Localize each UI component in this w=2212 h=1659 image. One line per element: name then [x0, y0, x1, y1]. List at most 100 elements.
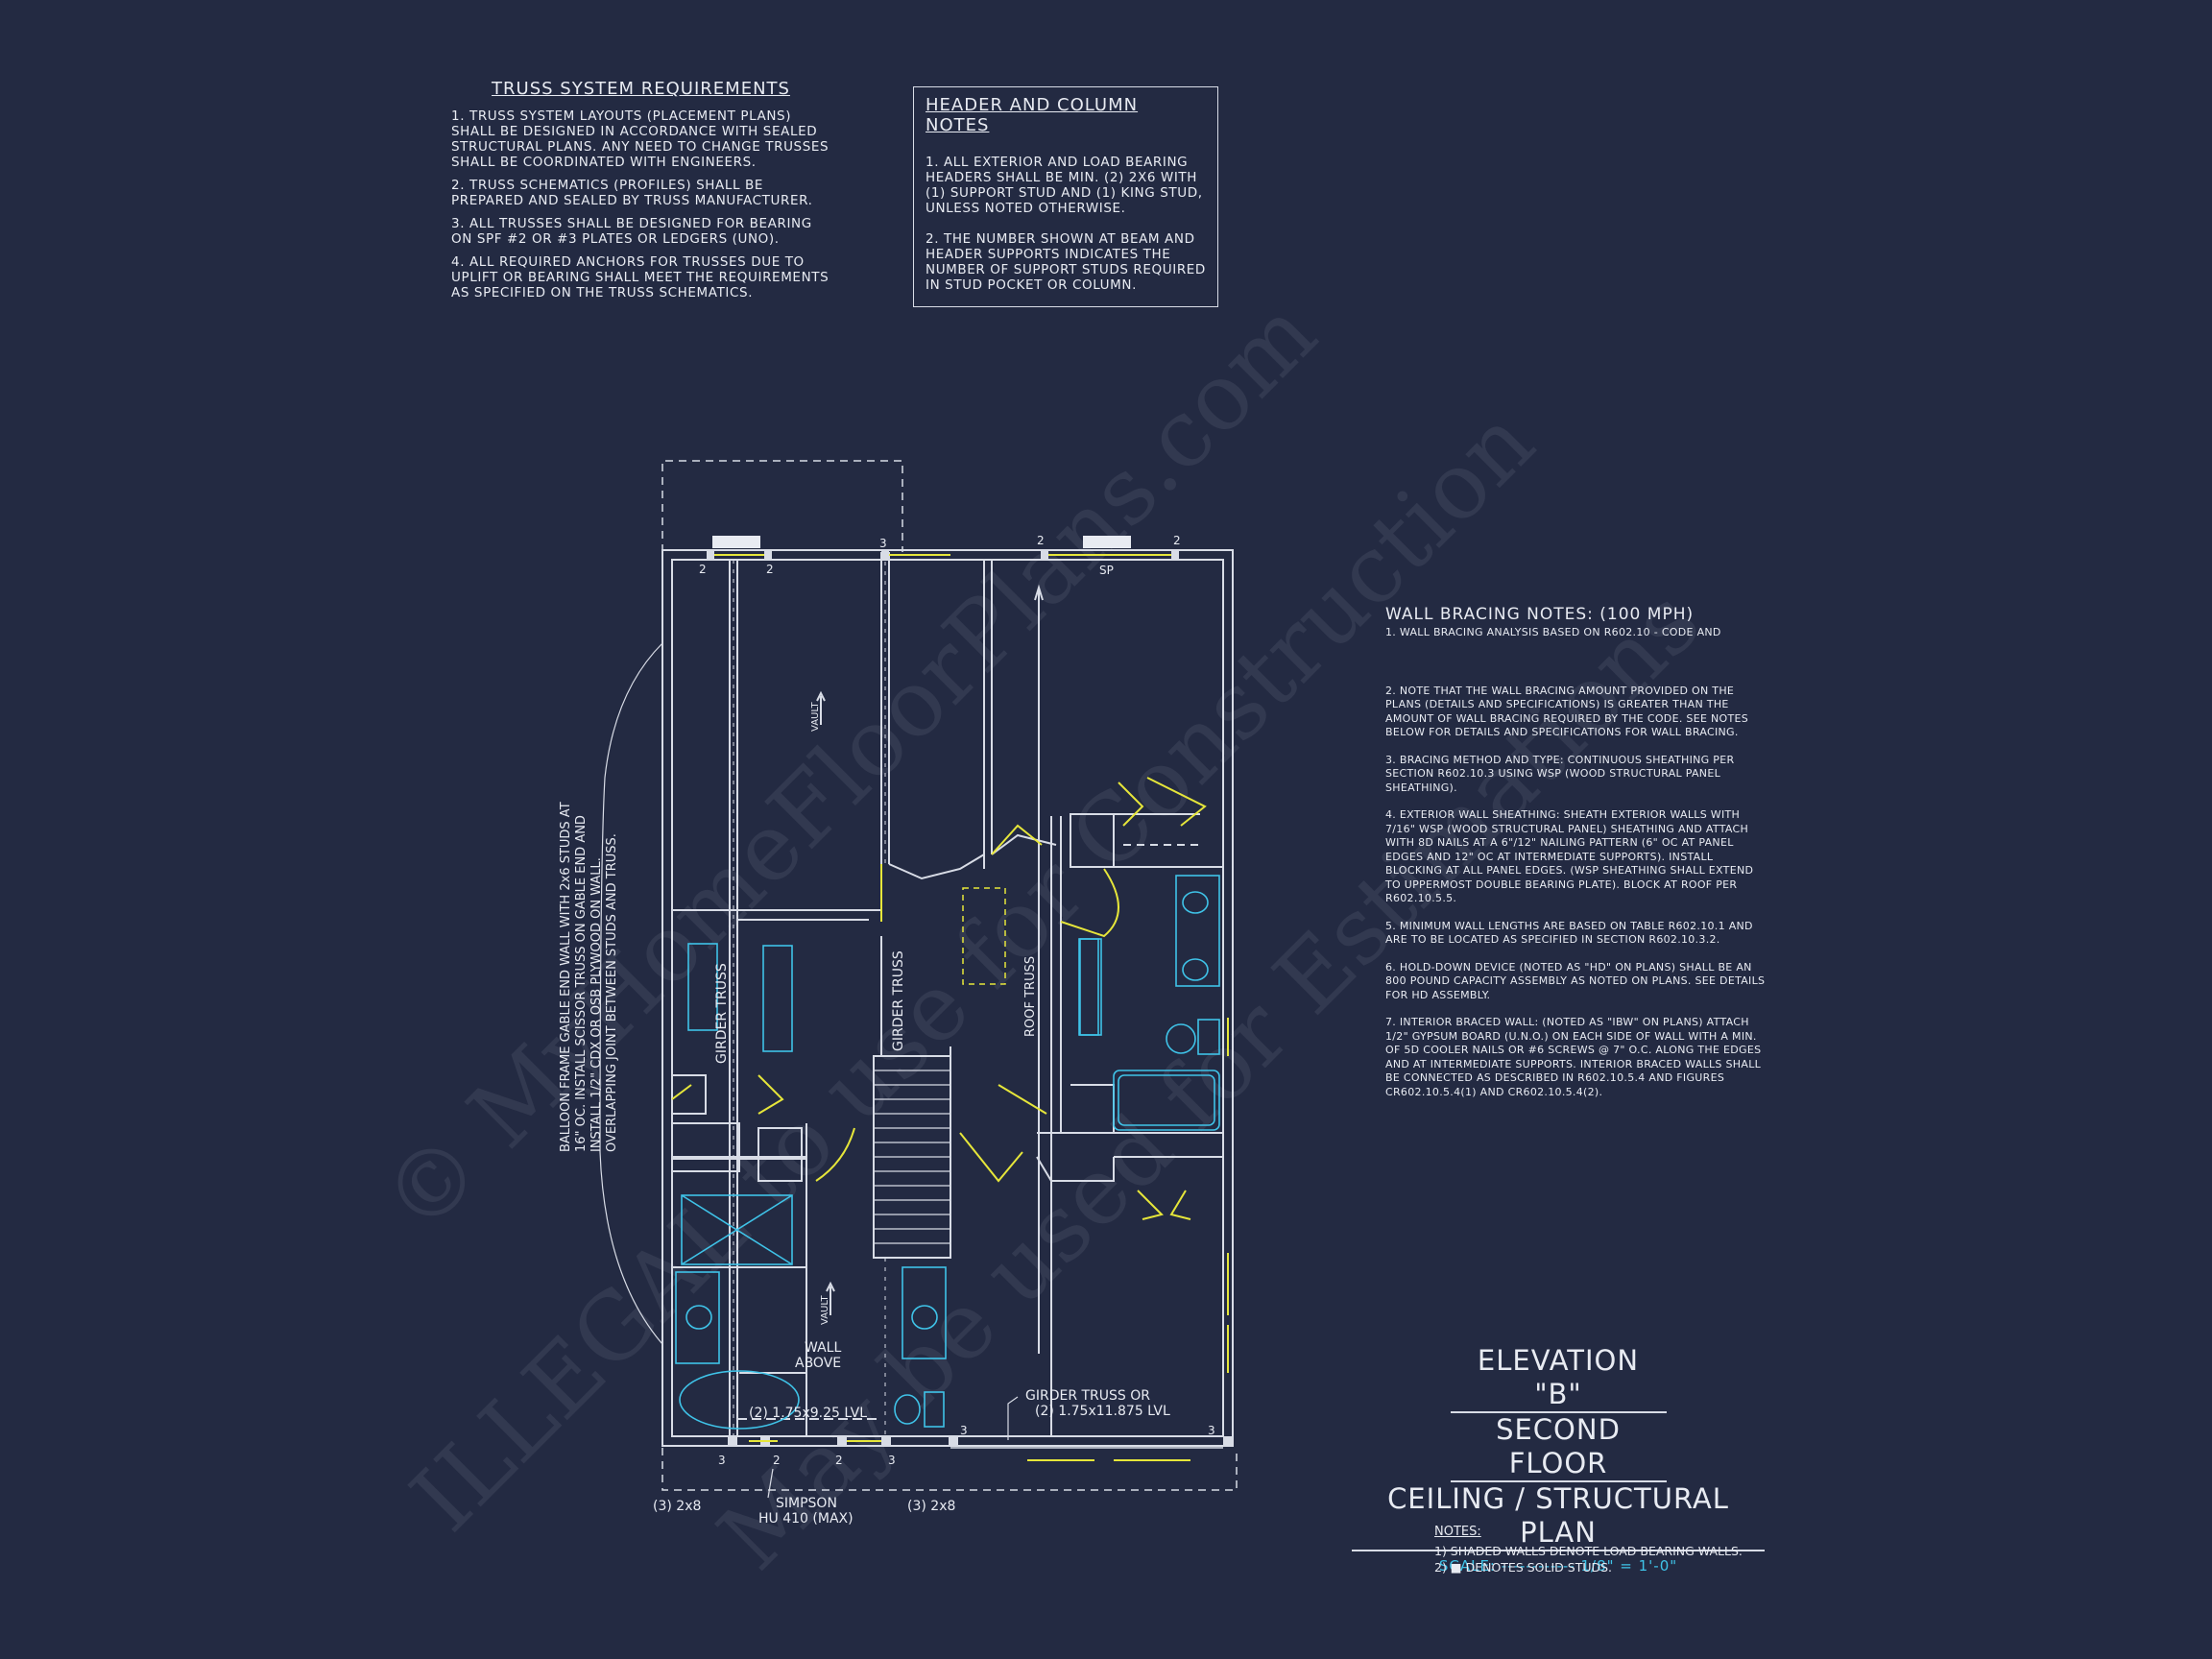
stud-count-5: 2 — [1173, 534, 1181, 547]
wall-above-line-1: WALL — [805, 1340, 841, 1356]
linen-right — [1078, 938, 1099, 1036]
stud-count-2: 2 — [766, 563, 774, 576]
post-left-label: (3) 2x8 — [653, 1499, 701, 1514]
notes-heading: NOTES: — [1434, 1525, 1481, 1539]
exterior-wall-inner — [671, 559, 1224, 1437]
solid-studs — [707, 550, 1233, 1446]
sink-right-1 — [1182, 891, 1209, 914]
girder-note-line-1: GIRDER TRUSS OR — [1025, 1388, 1150, 1404]
stud-count-11: 3 — [1208, 1424, 1215, 1437]
wall-bracing-item-3: 3. BRACING METHOD AND TYPE: CONTINUOUS S… — [1385, 753, 1735, 794]
simpson-leader — [767, 1468, 774, 1499]
tub-right-inner — [1118, 1074, 1215, 1126]
title-underline-3: CEILING / STRUCTURAL PLAN — [1352, 1482, 1765, 1551]
vanity-right — [1175, 875, 1220, 987]
left-closet — [671, 1122, 740, 1172]
plan-linework — [599, 460, 1238, 1499]
stud-count-1: 2 — [699, 563, 707, 576]
stud-count-10: 3 — [960, 1424, 968, 1437]
truss-item-4: 4. ALL REQUIRED ANCHORS FOR TRUSSES DUE … — [451, 254, 830, 301]
stud-count-7: 2 — [773, 1454, 781, 1467]
stud-count-9: 3 — [888, 1454, 896, 1467]
stud-count-4: 2 — [1037, 534, 1045, 547]
vanity-mid — [902, 1266, 947, 1359]
porch-outline — [661, 460, 903, 552]
wall-bracing-heading: WALL BRACING NOTES: (100 MPH) — [1385, 605, 1695, 624]
closet-box — [1070, 813, 1115, 868]
simpson-line-1: SIMPSON — [776, 1496, 837, 1511]
toilet-mid — [894, 1394, 921, 1425]
roof-truss-label: ROOF TRUSS — [1023, 956, 1038, 1037]
balloon-line-2: 16" OC. INSTALL SCISSOR TRUSS ON GABLE E… — [574, 815, 589, 1152]
header-note-2: 2. THE NUMBER SHOWN AT BEAM AND HEADER S… — [926, 231, 1206, 293]
vault-arrowhead-right — [1034, 584, 1044, 601]
toilet-right — [1166, 1023, 1196, 1054]
post-right-label: (3) 2x8 — [907, 1499, 955, 1514]
exterior-wall-outer — [661, 549, 1234, 1447]
toilet-tank-right — [1197, 1019, 1220, 1055]
header-column-notes-block: HEADER AND COLUMN NOTES 1. ALL EXTERIOR … — [913, 86, 1218, 307]
roof-truss-text: ROOF TRUSS — [1023, 956, 1038, 1037]
sink-right-2 — [1182, 958, 1209, 981]
header-note-1: 1. ALL EXTERIOR AND LOAD BEARING HEADERS… — [926, 155, 1203, 216]
truss-item-2: 2. TRUSS SCHEMATICS (PROFILES) SHALL BE … — [451, 178, 813, 208]
notes-block: NOTES: 1) SHADED WALLS DENOTE LOAD BEARI… — [1434, 1525, 1761, 1575]
vault-arrowhead-bottom — [826, 1281, 835, 1292]
wall-above-line-2: ABOVE — [795, 1356, 841, 1371]
simpson-line-2: HU 410 (MAX) — [758, 1511, 854, 1527]
girder-leader — [1007, 1396, 1019, 1440]
truss-requirements-heading: TRUSS SYSTEM REQUIREMENTS — [492, 79, 790, 99]
title-line-2: SECOND FLOOR — [1496, 1413, 1621, 1479]
vault-top-label: VAULT — [810, 701, 821, 732]
truss-requirements-block: TRUSS SYSTEM REQUIREMENTS 1. TRUSS SYSTE… — [451, 79, 830, 308]
wall-bracing-item-2: 2. NOTE THAT THE WALL BRACING AMOUNT PRO… — [1385, 684, 1749, 739]
wall-bracing-item-5: 5. MINIMUM WALL LENGTHS ARE BASED ON TAB… — [1385, 919, 1753, 947]
note-1: 1) SHADED WALLS DENOTE LOAD BEARING WALL… — [1434, 1544, 1743, 1558]
attic-access — [962, 887, 1006, 985]
title-underline-2: SECOND FLOOR — [1450, 1413, 1667, 1482]
truss-item-3: 3. ALL TRUSSES SHALL BE DESIGNED FOR BEA… — [451, 216, 812, 247]
wall-bracing-item-4: 4. EXTERIOR WALL SHEATHING: SHEATH EXTER… — [1385, 808, 1754, 904]
plan-labels: GIRDER TRUSS GIRDER TRUSS ROOF TRUSS VAU… — [559, 534, 1215, 1527]
vault-bottom-label: VAULT — [820, 1294, 830, 1325]
tub-left — [679, 1370, 800, 1430]
wall-bracing-item-6: 6. HOLD-DOWN DEVICE (NOTED AS "HD" ON PL… — [1385, 960, 1766, 1001]
shelf-left-2 — [762, 945, 793, 1052]
lower-outline — [661, 1448, 1238, 1491]
angled-wall-1 — [888, 854, 985, 880]
note-2: 2) ■ DENOTES SOLID STUDS. — [1434, 1560, 1613, 1575]
shower-left-x — [681, 1194, 793, 1265]
shower-left — [681, 1194, 793, 1265]
sp-label: SP — [1099, 564, 1114, 577]
wall-bracing-item-7: 7. INTERIOR BRACED WALL: (NOTED AS "IBW"… — [1385, 1016, 1762, 1098]
left-linen — [757, 1127, 803, 1182]
left-small-closet — [671, 1074, 707, 1115]
doors-windows — [671, 554, 1229, 1461]
shelf-left — [687, 943, 718, 1031]
sink-left — [685, 1305, 712, 1330]
stud-count-3: 3 — [879, 537, 887, 550]
balloon-leader — [599, 642, 663, 1345]
wall-bracing-block: WALL BRACING NOTES: (100 MPH) 1. WALL BR… — [1385, 605, 1769, 1113]
lvl-header-label: (2) 1.75x9.25 LVL — [749, 1406, 867, 1421]
stud-count-6: 3 — [718, 1454, 726, 1467]
bath-corner — [1037, 1084, 1115, 1134]
balloon-line-1: BALLOON FRAME GABLE END WALL WITH 2x6 ST… — [559, 802, 573, 1152]
stud-count-8: 2 — [835, 1454, 843, 1467]
title-line-1: ELEVATION "B" — [1477, 1344, 1640, 1410]
bath-corner-2 — [1036, 1156, 1115, 1182]
balloon-line-4: OVERLAPPING JOINT BETWEEN STUDS AND TRUS… — [605, 833, 619, 1152]
truss-item-1: 1. TRUSS SYSTEM LAYOUTS (PLACEMENT PLANS… — [451, 108, 830, 170]
vault-arrowhead-top — [816, 690, 826, 702]
vanity-left — [675, 1271, 720, 1364]
girder-truss-left-label: GIRDER TRUSS — [714, 963, 730, 1064]
title-block: ELEVATION "B" SECOND FLOOR CEILING / STR… — [1352, 1344, 1765, 1575]
stair-treads — [874, 1070, 950, 1244]
window-label-right — [1083, 536, 1131, 548]
sink-mid — [911, 1305, 938, 1330]
scale-label: SCALE: ------------ 1/8" = 1'-0" — [1438, 1557, 1678, 1575]
tub-right — [1113, 1070, 1220, 1131]
angled-wall-2 — [991, 833, 1057, 855]
wall-bracing-item-1: 1. WALL BRACING ANALYSIS BASED ON R602.1… — [1385, 626, 1721, 638]
